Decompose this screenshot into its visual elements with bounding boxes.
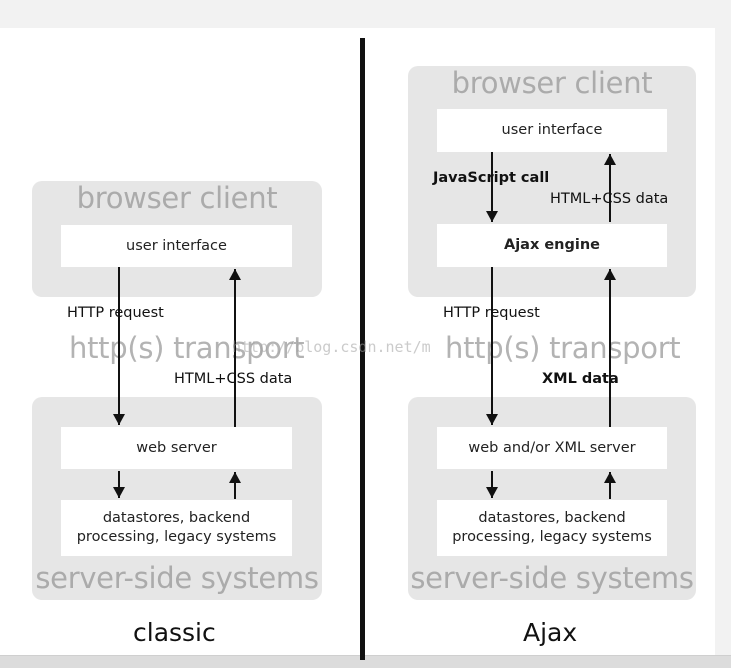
ajax-datastore-to-server-arrow (602, 472, 618, 499)
classic-datastores-line1: datastores, backend (102, 510, 251, 526)
ajax-user-interface-box: user interface (437, 109, 667, 152)
ajax-datastores-box: datastores, backend processing, legacy s… (437, 500, 667, 556)
window-frame-top (0, 0, 731, 28)
classic-server-to-datastore-arrow (111, 471, 127, 498)
ajax-html-css-arrow-up (602, 154, 618, 222)
ajax-web-server-box: web and/or XML server (437, 427, 667, 469)
classic-caption: classic (133, 618, 216, 647)
blog-watermark: http://blog.csdn.net/m (232, 338, 431, 356)
classic-user-interface-box: user interface (61, 225, 292, 267)
ajax-browser-client-title: browser client (451, 66, 653, 100)
classic-response-arrow-up (227, 269, 243, 427)
classic-web-server-box: web server (61, 427, 292, 469)
ajax-datastores-line1: datastores, backend (478, 510, 626, 526)
classic-datastores-box: datastores, backend processing, legacy s… (61, 500, 292, 556)
classic-datastores-line2: processing, legacy systems (76, 529, 277, 545)
classic-datastore-to-server-arrow (227, 472, 243, 499)
classic-html-css-data-label: HTML+CSS data (174, 371, 293, 387)
window-frame-right (715, 0, 731, 668)
ajax-engine-box: Ajax engine (437, 224, 667, 267)
classic-server-side-title: server-side systems (35, 561, 319, 595)
ajax-xml-arrow-up (602, 269, 618, 427)
classic-transport-label: http(s) transport (69, 331, 305, 365)
ajax-request-arrow-down (484, 267, 500, 425)
ajax-transport-label: http(s) transport (445, 331, 681, 365)
classic-browser-client-title: browser client (76, 181, 278, 215)
center-divider (360, 38, 365, 660)
classic-request-arrow-down (111, 267, 127, 425)
ajax-server-to-datastore-arrow (484, 471, 500, 498)
classic-http-request-label: HTTP request (67, 305, 164, 321)
window-frame-bottom (0, 656, 731, 668)
ajax-javascript-call-arrow-down (484, 152, 500, 222)
ajax-datastores-line2: processing, legacy systems (452, 529, 652, 545)
ajax-xml-data-label: XML data (542, 371, 619, 387)
ajax-caption: Ajax (523, 618, 578, 647)
ajax-server-side-title: server-side systems (410, 561, 694, 595)
